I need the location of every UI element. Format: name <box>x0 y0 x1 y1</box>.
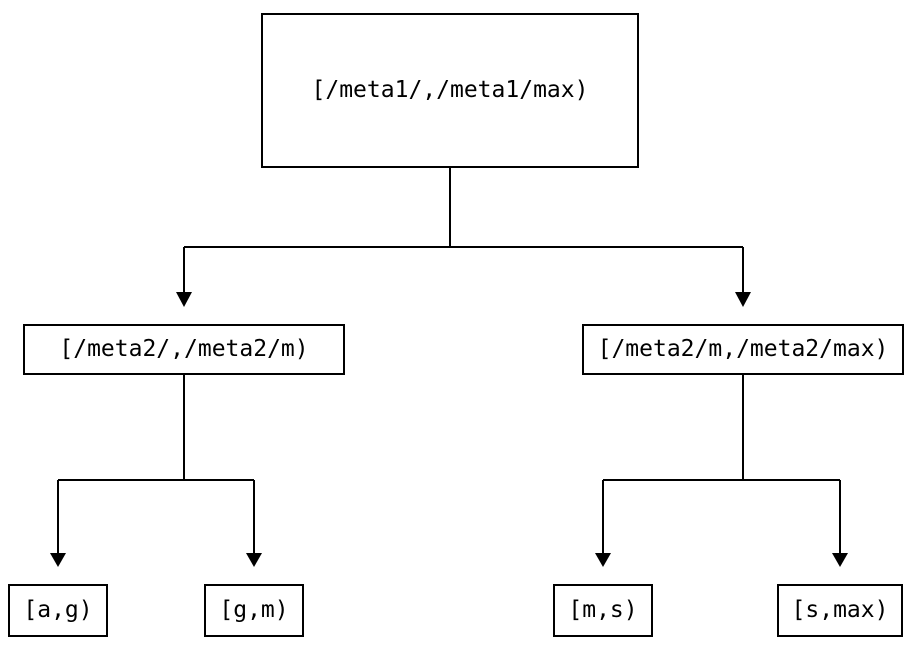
node-leaf-ag: [a,g) <box>8 584 108 637</box>
node-right-child: [/meta2/m,/meta2/max) <box>582 324 904 375</box>
node-leaf-gm: [g,m) <box>204 584 304 637</box>
arrowhead-to-leaf-ag-icon <box>50 553 66 567</box>
connector-left-child-trunk <box>57 375 255 553</box>
arrowhead-to-right-child-icon <box>735 292 751 307</box>
node-left-child: [/meta2/,/meta2/m) <box>23 324 345 375</box>
node-leaf-smax: [s,max) <box>777 584 903 637</box>
arrowhead-to-leaf-ms-icon <box>595 553 611 567</box>
node-root: [/meta1/,/meta1/max) <box>261 13 639 168</box>
arrowhead-to-left-child-icon <box>176 292 192 307</box>
arrowhead-to-leaf-gm-icon <box>246 553 262 567</box>
connector-root-trunk <box>183 168 744 292</box>
connector-right-child-trunk <box>602 375 841 553</box>
connector-root-to-children <box>176 168 751 307</box>
arrowhead-to-leaf-smax-icon <box>832 553 848 567</box>
connector-right-child-to-leaves <box>595 375 848 567</box>
connector-left-child-to-leaves <box>50 375 262 567</box>
node-leaf-ms: [m,s) <box>553 584 653 637</box>
